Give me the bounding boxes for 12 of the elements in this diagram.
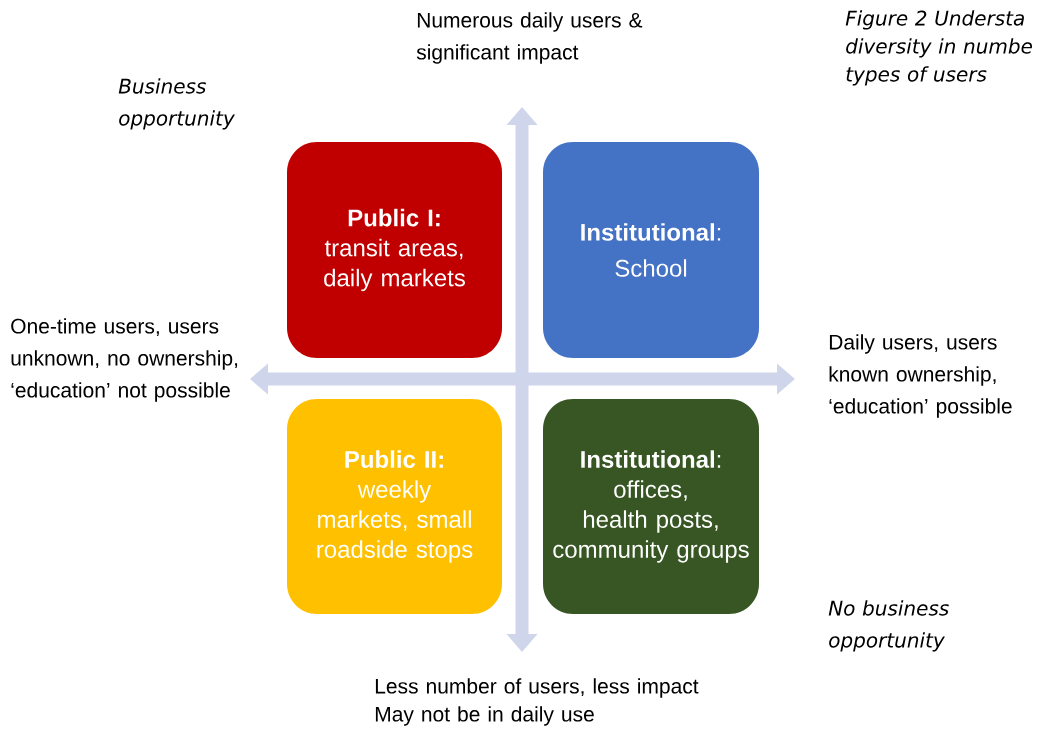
figure-caption: Figure 2 Understa diversity in numbe types of users bbox=[845, 10, 1032, 86]
axis-label: Daily users, users known ownership, ‘education’ possible bbox=[829, 334, 1012, 418]
axis-label: One-time users, users unknown, no ownership, ‘education’ not possible bbox=[11, 318, 238, 402]
axis-label: No business opportunity bbox=[828, 600, 949, 652]
quadrant-box: Public I: transit areas, daily markets bbox=[287, 142, 502, 358]
axis-label: May not be in daily use bbox=[375, 706, 594, 726]
axis-label: Numerous daily users & significant impact bbox=[416, 12, 643, 64]
axis-label: Business opportunity bbox=[118, 78, 235, 130]
quadrant-box: Institutional: offices, health posts, community groups bbox=[543, 399, 759, 614]
quadrant-box: Public II: weekly markets, small roadside stops bbox=[287, 399, 502, 614]
quadrant-box: Institutional: School bbox=[543, 142, 759, 358]
axis-label: Less number of users, less impact bbox=[375, 678, 699, 698]
